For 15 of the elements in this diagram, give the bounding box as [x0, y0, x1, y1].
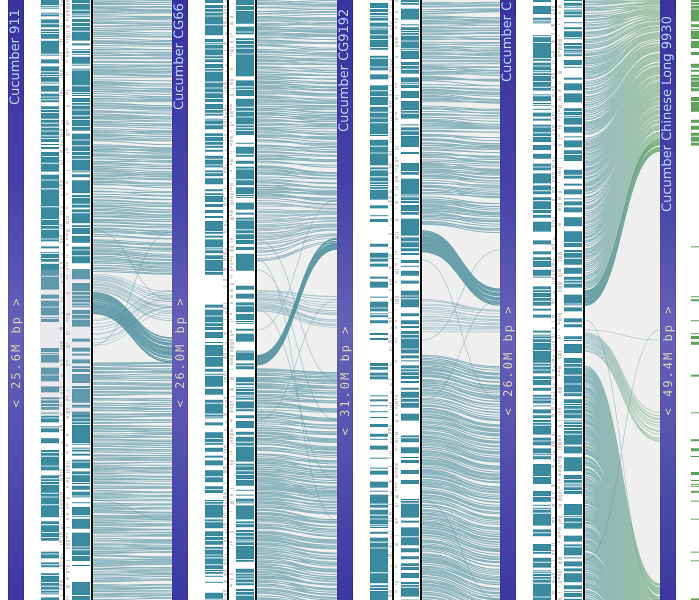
- genome-bar: [337, 0, 353, 600]
- genome-name: Cucumber Chinese Long 9930: [661, 16, 675, 212]
- genome-bar: [172, 0, 188, 600]
- genome-name: Cucumber CG66: [173, 3, 187, 110]
- genome-length: < 26.0M bp >: [501, 304, 515, 416]
- genome-bar: [660, 0, 676, 600]
- genome-name: Cucumber C: [501, 2, 515, 82]
- genome-length: < 25.6M bp >: [9, 296, 23, 408]
- genome-name: Cucumber 911: [9, 9, 23, 105]
- genome-length: < 31.0M bp >: [338, 324, 352, 436]
- genome-bar: [500, 0, 516, 600]
- genome-length: < 26.0M bp >: [173, 296, 187, 408]
- genome-bar: [8, 0, 24, 600]
- genome-name: Cucumber CG9192: [338, 8, 352, 132]
- genome-length: < 49.4M bp >: [661, 304, 675, 416]
